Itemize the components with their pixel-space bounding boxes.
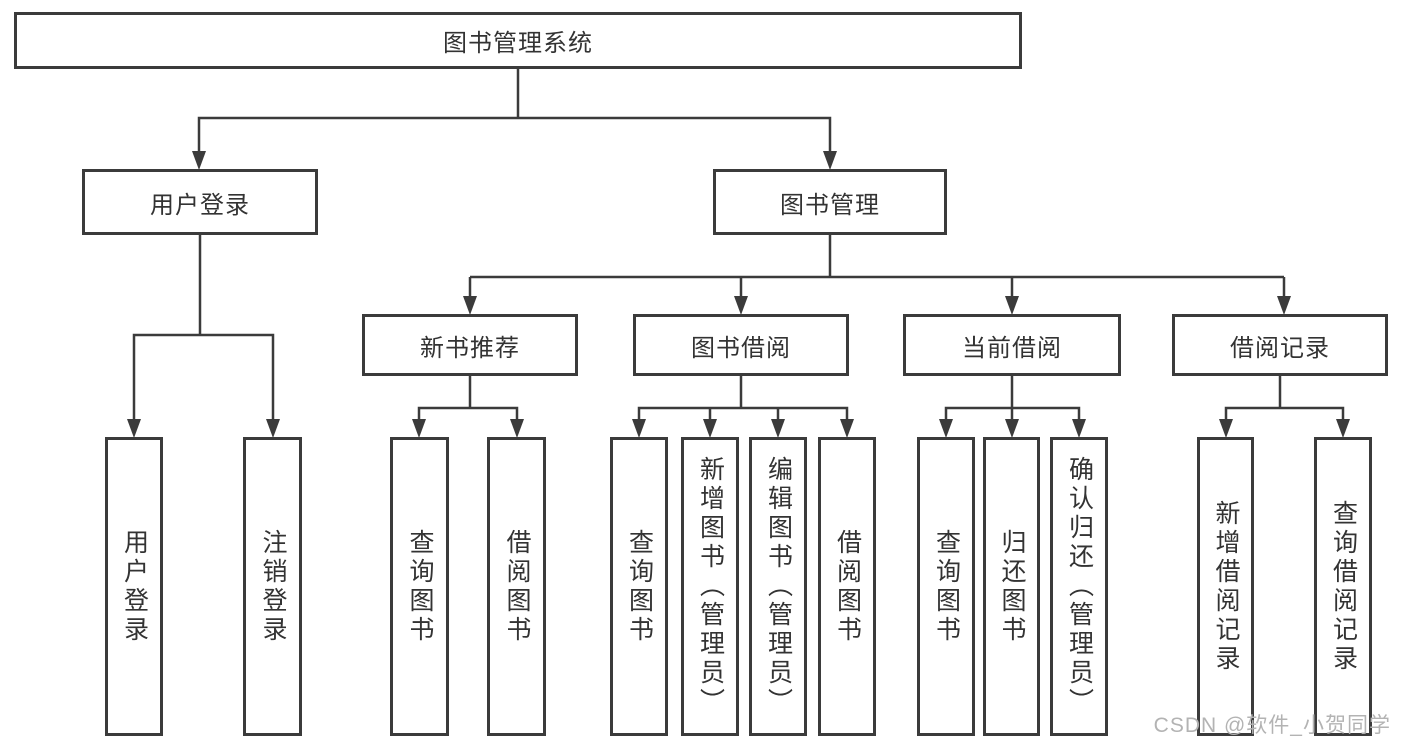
- leaf-recommend-query-books-label: 查询图书: [406, 528, 434, 645]
- leaf-add-borrow-record-label: 新增借阅记录: [1212, 499, 1240, 674]
- leaf-recommend-query-books: 查询图书: [390, 437, 449, 736]
- arrowhead: [1005, 419, 1019, 438]
- leaf-user-login-label: 用户登录: [120, 528, 149, 645]
- node-book-borrow-label: 图书借阅: [691, 334, 791, 362]
- leaf-add-books-admin: 新增图书（管理员）: [681, 437, 739, 736]
- arrowhead: [703, 419, 717, 438]
- node-current-borrow-label: 当前借阅: [962, 334, 1062, 362]
- node-new-book-recommend-label: 新书推荐: [420, 334, 520, 362]
- node-root-label: 图书管理系统: [443, 30, 593, 57]
- arrowhead: [1336, 419, 1350, 438]
- leaf-current-query-books: 查询图书: [917, 437, 975, 736]
- arrowhead: [734, 296, 748, 315]
- connector-line: [197, 116, 832, 153]
- connector-line: [637, 406, 849, 421]
- leaf-recommend-borrow-books-label: 借阅图书: [503, 528, 531, 645]
- arrowhead: [510, 419, 524, 438]
- node-user-login: 用户登录: [82, 169, 318, 235]
- connector-line: [944, 406, 1081, 421]
- leaf-add-books-admin-label: 新增图书（管理员）: [696, 456, 725, 717]
- leaf-borrow-books-label: 借阅图书: [833, 528, 862, 645]
- node-current-borrow: 当前借阅: [903, 314, 1121, 376]
- arrowhead: [939, 419, 953, 438]
- connector-line: [417, 406, 519, 421]
- leaf-query-borrow-record: 查询借阅记录: [1314, 437, 1372, 736]
- leaf-return-books: 归还图书: [983, 437, 1040, 736]
- node-root: 图书管理系统: [14, 12, 1022, 69]
- arrowhead: [1219, 419, 1233, 438]
- leaf-confirm-return-admin-label: 确认归还（管理员）: [1065, 456, 1094, 717]
- arrowhead: [771, 419, 785, 438]
- leaf-add-borrow-record: 新增借阅记录: [1197, 437, 1254, 736]
- arrowhead: [127, 419, 141, 438]
- leaf-logout-label: 注销登录: [259, 528, 287, 645]
- leaf-borrow-query-books-label: 查询图书: [625, 528, 654, 645]
- arrowhead: [266, 419, 280, 438]
- leaf-recommend-borrow-books: 借阅图书: [487, 437, 546, 736]
- leaf-query-borrow-record-label: 查询借阅记录: [1329, 499, 1358, 674]
- leaf-logout: 注销登录: [243, 437, 302, 736]
- csdn-watermark: CSDN @软件_小贺同学: [1153, 714, 1391, 737]
- node-user-login-label: 用户登录: [150, 191, 250, 219]
- connector-line: [132, 333, 275, 421]
- arrowhead: [1277, 296, 1291, 315]
- arrowhead: [412, 419, 426, 438]
- node-new-book-recommend: 新书推荐: [362, 314, 578, 376]
- node-book-borrow: 图书借阅: [633, 314, 849, 376]
- node-book-management: 图书管理: [713, 169, 947, 235]
- leaf-confirm-return-admin: 确认归还（管理员）: [1050, 437, 1108, 736]
- arrowhead: [632, 419, 646, 438]
- leaf-edit-books-admin-label: 编辑图书（管理员）: [764, 456, 793, 717]
- leaf-user-login: 用户登录: [105, 437, 163, 736]
- node-borrow-records: 借阅记录: [1172, 314, 1388, 376]
- connector-line: [1224, 406, 1345, 421]
- leaf-borrow-query-books: 查询图书: [610, 437, 668, 736]
- leaf-edit-books-admin: 编辑图书（管理员）: [749, 437, 807, 736]
- node-borrow-records-label: 借阅记录: [1230, 334, 1330, 362]
- arrowhead: [823, 151, 837, 170]
- arrowhead: [840, 419, 854, 438]
- arrowhead: [463, 296, 477, 315]
- leaf-current-query-books-label: 查询图书: [932, 528, 961, 645]
- arrowhead: [1072, 419, 1086, 438]
- leaf-return-books-label: 归还图书: [998, 528, 1026, 645]
- leaf-borrow-books: 借阅图书: [818, 437, 876, 736]
- node-book-management-label: 图书管理: [780, 191, 880, 219]
- arrowhead: [192, 151, 206, 170]
- arrowhead: [1005, 296, 1019, 315]
